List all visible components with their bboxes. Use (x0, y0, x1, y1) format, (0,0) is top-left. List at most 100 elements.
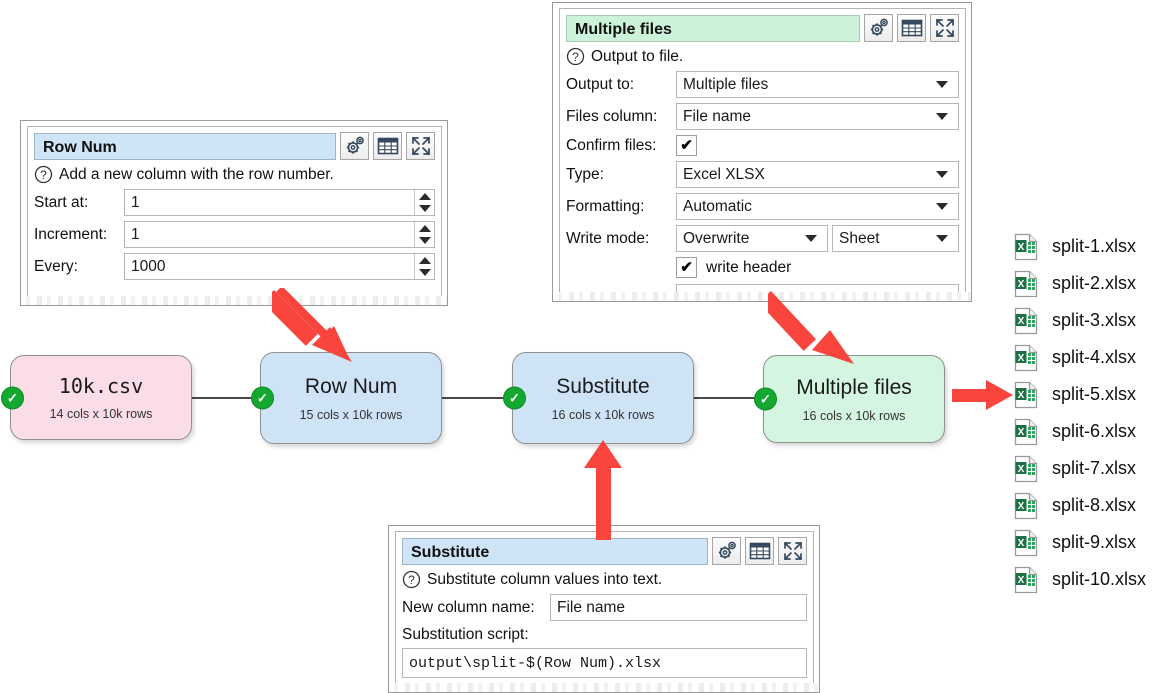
gear-icon[interactable] (864, 14, 893, 42)
list-item[interactable]: X split-8.xlsx (1014, 487, 1146, 524)
write-mode-select[interactable]: Overwrite (676, 225, 828, 252)
table-icon[interactable] (745, 537, 774, 565)
file-name: split-7.xlsx (1052, 458, 1137, 478)
formatting-select[interactable]: Automatic (676, 193, 959, 220)
write-header-checkbox[interactable]: ✔ (676, 257, 697, 278)
panel-title-row: Row Num (34, 132, 435, 160)
increment-input[interactable]: 1 (124, 221, 435, 248)
field-label: Every: (34, 257, 78, 275)
flow-node-substitute[interactable]: Substitute 16 cols x 10k rows ✓ (503, 352, 694, 444)
chevron-down-icon[interactable] (936, 113, 948, 120)
node-subtitle: 16 cols x 10k rows (551, 407, 655, 422)
output-file-list: X split-1.xlsx X split-2.xlsx X (1014, 228, 1146, 598)
every-stepper[interactable] (414, 254, 434, 279)
panel-help-text: Add a new column with the row number. (59, 165, 334, 183)
field-value: Multiple files (683, 75, 769, 93)
stepper-up-icon[interactable] (418, 224, 431, 232)
panel-help-row: ? Substitute column values into text. (402, 570, 807, 589)
new-column-name-input[interactable]: File name (550, 594, 807, 621)
excel-file-icon: X (1014, 418, 1038, 445)
chevron-down-icon[interactable] (936, 171, 948, 178)
type-select[interactable]: Excel XLSX (676, 161, 959, 188)
list-item[interactable]: X split-1.xlsx (1014, 228, 1146, 265)
list-item[interactable]: X split-6.xlsx (1014, 413, 1146, 450)
gear-icon[interactable] (712, 537, 741, 565)
expand-icon[interactable] (406, 132, 435, 160)
output-to-select[interactable]: Multiple files (676, 71, 959, 98)
annotation-arrow-to-multiple-files (768, 290, 854, 364)
excel-file-icon: X (1014, 270, 1038, 297)
stepper-up-icon[interactable] (418, 256, 431, 264)
table-icon[interactable] (897, 14, 926, 42)
list-item[interactable]: X split-9.xlsx (1014, 524, 1146, 561)
flow-node-multiple-files[interactable]: Multiple files 16 cols x 10k rows ✓ (754, 355, 945, 443)
expand-icon[interactable] (930, 14, 959, 42)
field-value: Overwrite (683, 229, 750, 247)
file-name: split-4.xlsx (1052, 347, 1137, 367)
every-input[interactable]: 1000 (124, 253, 435, 280)
node-title: 10k.csv (58, 374, 144, 398)
question-icon: ? (34, 165, 53, 184)
node-title: Multiple files (796, 375, 912, 399)
panel-row-num: Row Num (20, 120, 448, 306)
start-at-input[interactable]: 1 (124, 189, 435, 216)
stepper-down-icon[interactable] (418, 237, 431, 245)
file-name: split-10.xlsx (1052, 569, 1147, 589)
excel-file-icon: X (1014, 492, 1038, 519)
excel-file-icon: X (1014, 381, 1038, 408)
stepper-down-icon[interactable] (418, 269, 431, 277)
node-title: Row Num (304, 374, 398, 398)
increment-stepper[interactable] (414, 222, 434, 247)
node-name-input[interactable]: Row Num (34, 132, 336, 160)
panel-help-row: ? Output to file. (566, 47, 959, 66)
field-value: File name (557, 598, 626, 616)
list-item[interactable]: X split-10.xlsx (1014, 561, 1146, 598)
node-subtitle: 15 cols x 10k rows (299, 407, 403, 422)
start-at-stepper[interactable] (414, 190, 434, 215)
svg-text:?: ? (572, 50, 579, 64)
file-name: split-9.xlsx (1052, 532, 1137, 552)
list-item[interactable]: X split-5.xlsx (1014, 376, 1146, 413)
flow-node-row-num[interactable]: Row Num 15 cols x 10k rows ✓ (251, 352, 442, 444)
confirm-files-checkbox[interactable]: ✔ (676, 135, 697, 156)
list-item[interactable]: X split-2.xlsx (1014, 265, 1146, 302)
list-item[interactable]: X split-3.xlsx (1014, 302, 1146, 339)
substitution-script-input[interactable]: output\split-$(Row Num).xlsx (402, 648, 807, 678)
field-label: Formatting: (566, 197, 645, 215)
panel-clip-edge (21, 296, 447, 305)
flow-node-10k-csv[interactable]: 10k.csv 14 cols x 10k rows ✓ (1, 355, 192, 440)
svg-text:X: X (1018, 501, 1025, 512)
field-value: Automatic (683, 197, 752, 215)
svg-text:?: ? (40, 168, 47, 182)
chevron-down-icon[interactable] (936, 203, 948, 210)
list-item[interactable]: X split-7.xlsx (1014, 450, 1146, 487)
stepper-up-icon[interactable] (418, 192, 431, 200)
field-write-mode: Write mode: Overwrite Sheet (566, 225, 959, 252)
list-item[interactable]: X split-4.xlsx (1014, 339, 1146, 376)
expand-icon[interactable] (778, 537, 807, 565)
file-name: split-2.xlsx (1052, 273, 1137, 293)
status-badge: ✓ (503, 386, 526, 410)
file-name: split-6.xlsx (1052, 421, 1137, 441)
field-formatting: Formatting: Automatic (566, 193, 959, 220)
annotation-arrow-to-row-num (272, 288, 352, 362)
field-type: Type: Excel XLSX (566, 161, 959, 188)
gear-icon[interactable] (340, 132, 369, 160)
chevron-down-icon[interactable] (936, 81, 948, 88)
field-start-at: Start at: 1 (34, 189, 435, 216)
table-icon[interactable] (373, 132, 402, 160)
stepper-down-icon[interactable] (418, 205, 431, 213)
field-label: Output to: (566, 75, 635, 93)
write-target-select[interactable]: Sheet (832, 225, 959, 252)
svg-text:?: ? (408, 573, 415, 587)
field-label: Files column: (566, 107, 658, 125)
node-name-input[interactable]: Multiple files (566, 14, 860, 42)
node-name-input[interactable]: Substitute (402, 537, 708, 565)
files-column-select[interactable]: File name (676, 103, 959, 130)
svg-text:X: X (1018, 427, 1025, 438)
field-value: Sheet (839, 229, 880, 247)
field-files-column: Files column: File name (566, 103, 959, 130)
chevron-down-icon[interactable] (805, 235, 817, 242)
excel-file-icon: X (1014, 566, 1038, 593)
chevron-down-icon[interactable] (936, 235, 948, 242)
